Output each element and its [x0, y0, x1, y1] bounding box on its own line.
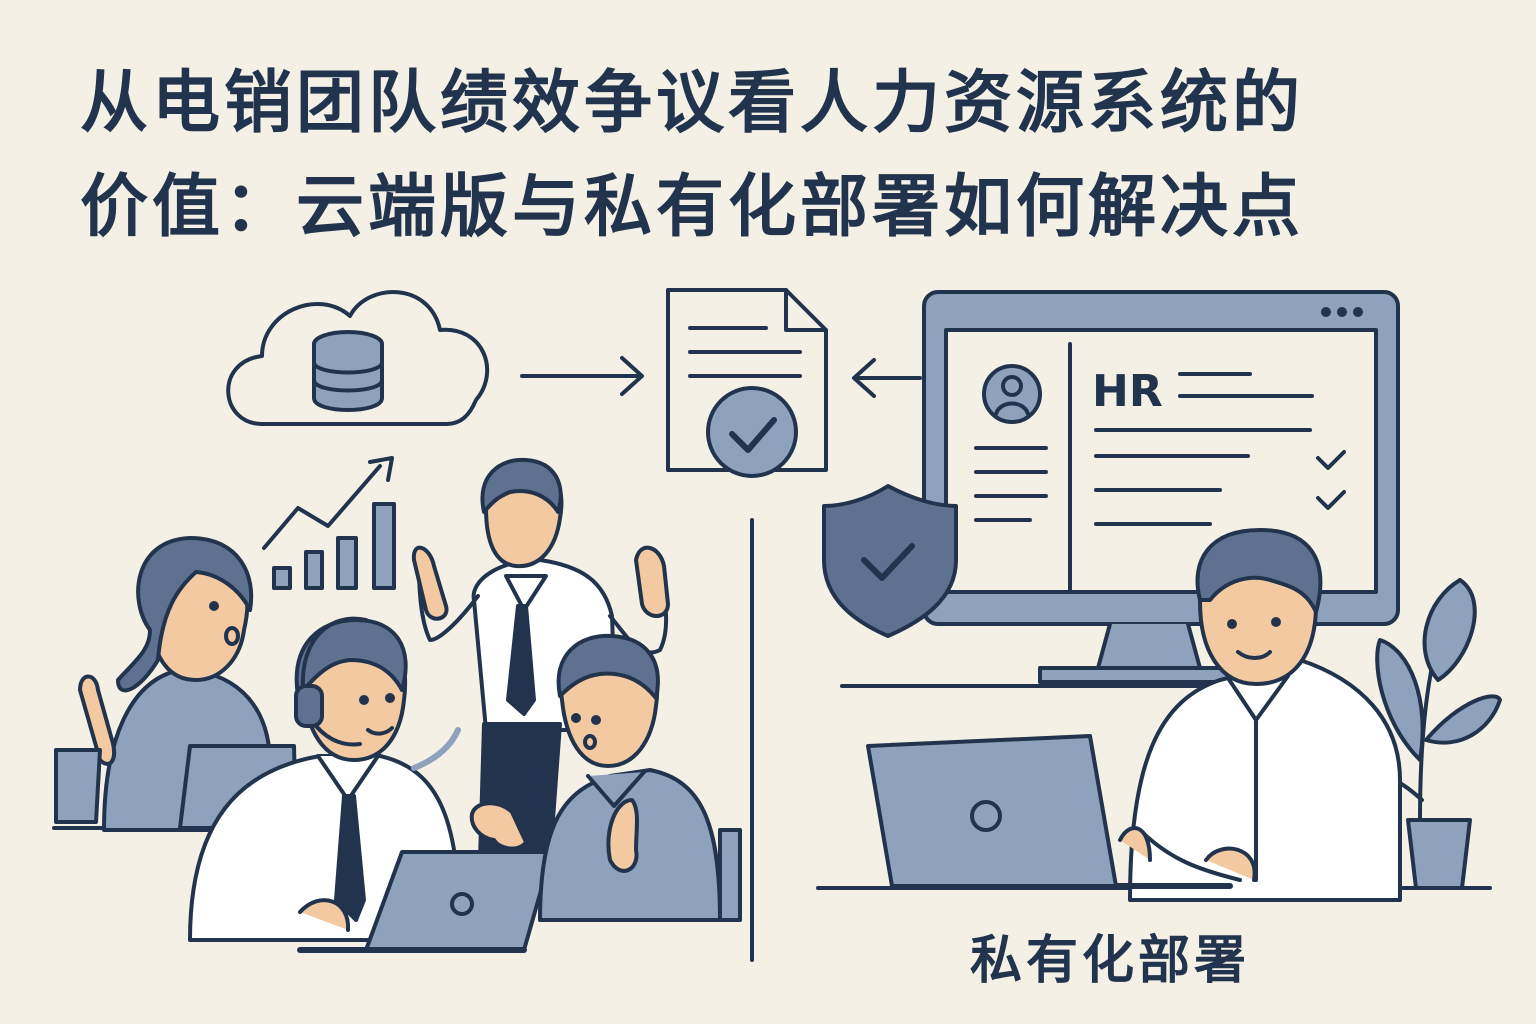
cloud-database-icon	[226, 290, 490, 426]
title-line-1: 从电销团队绩效争议看人力资源系统的	[80, 64, 1305, 143]
private-deployment-caption: 私有化部署	[969, 931, 1250, 991]
chair-right	[718, 828, 742, 922]
laptop-agent	[297, 850, 554, 953]
user-avatar-icon	[982, 364, 1042, 424]
monitor-back-left	[54, 748, 102, 824]
page-title: 从电销团队绩效争议看人力资源系统的 价值：云端版与私有化部署如何解决点	[80, 52, 1480, 260]
document-check-icon	[666, 288, 828, 478]
checkmark-icon	[1316, 450, 1346, 470]
arrow-left-icon	[852, 358, 922, 398]
hr-employee-figure	[1118, 528, 1402, 902]
hr-monitor: HR	[922, 290, 1400, 684]
seated-colleague-figure	[469, 633, 722, 922]
arrow-right-icon	[520, 356, 644, 396]
title-line-2: 价值：云端版与私有化部署如何解决点	[80, 168, 1305, 247]
shield-check-icon	[822, 484, 958, 638]
database-icon	[312, 330, 384, 412]
plant-decoration	[1370, 578, 1502, 890]
growth-chart-icon	[262, 456, 396, 590]
hr-label: HR	[1092, 366, 1163, 417]
checkmark-icon	[1316, 490, 1346, 510]
laptop-right	[866, 734, 1233, 889]
